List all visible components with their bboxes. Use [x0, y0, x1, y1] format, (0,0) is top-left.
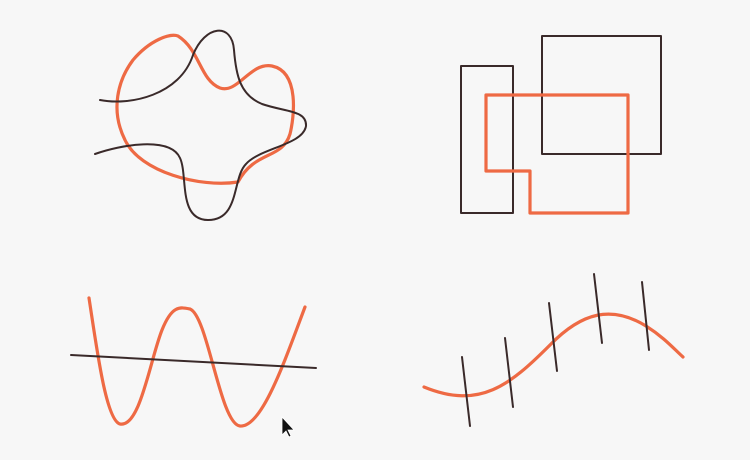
orange-s-curve[interactable] — [422, 312, 685, 398]
dark-segment-5[interactable] — [641, 281, 650, 351]
dark-segment-4[interactable] — [593, 273, 603, 344]
example-curve-line-intersection — [70, 296, 317, 428]
example-curve-segments-intersection — [422, 273, 685, 427]
orange-closed-blob[interactable] — [115, 33, 296, 185]
dark-segment-3[interactable] — [548, 302, 558, 372]
dark-segment-2[interactable] — [504, 337, 514, 408]
orange-l-polygon[interactable] — [484, 93, 630, 215]
arrow-pointer-icon — [281, 415, 295, 438]
dark-straight-line[interactable] — [70, 354, 317, 369]
example-rectangle-polygon-intersection — [460, 35, 662, 215]
dark-tall-rectangle[interactable] — [460, 65, 514, 214]
orange-sine-wave[interactable] — [87, 296, 307, 428]
dark-segment-1[interactable] — [461, 356, 471, 427]
dark-wavy-curve[interactable] — [94, 29, 308, 221]
example-blob-intersection — [94, 29, 308, 221]
